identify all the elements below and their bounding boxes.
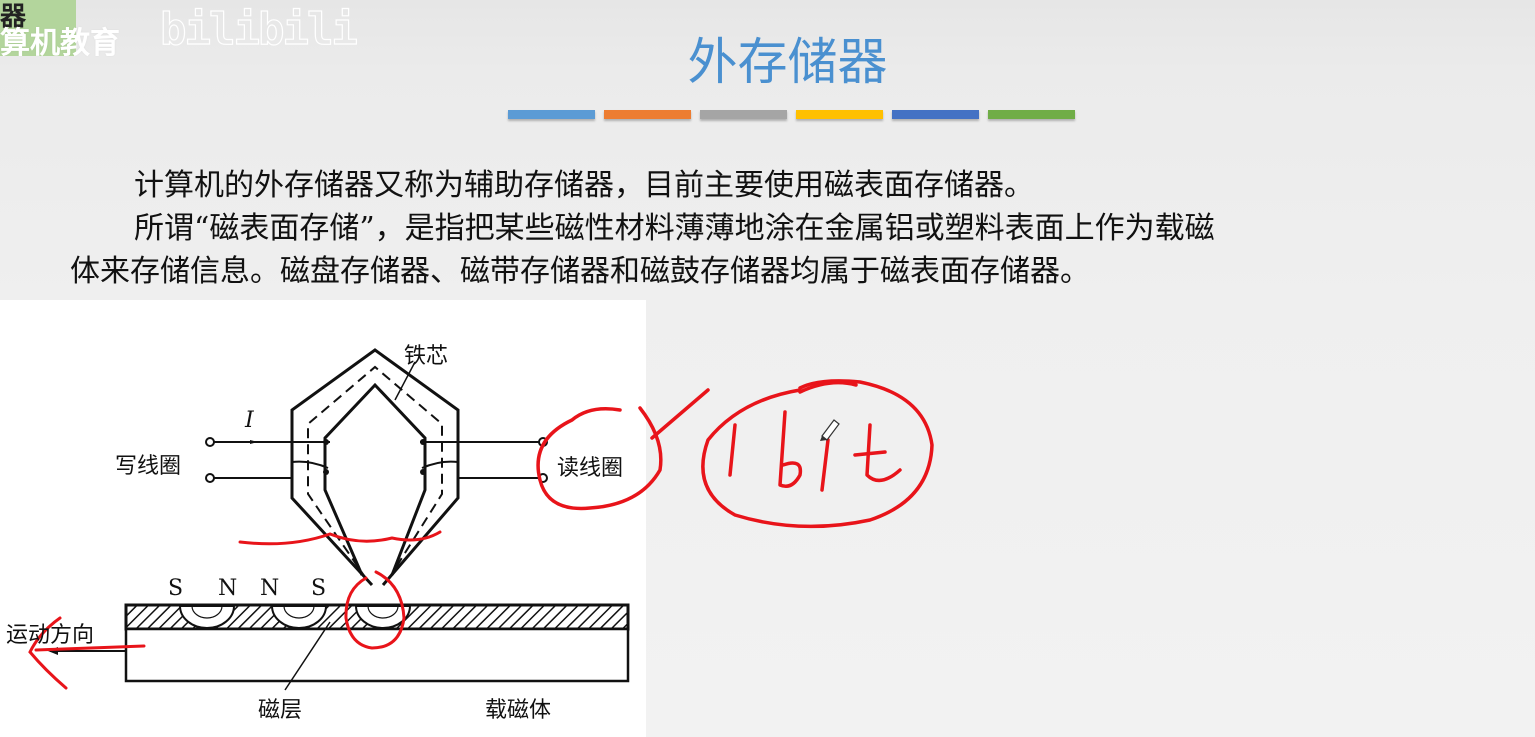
label-magnetic-layer: 磁层 xyxy=(258,698,303,723)
divider-bar-orange xyxy=(604,110,691,119)
paragraph-2: 所谓“磁表面存储”，是指把某些磁性材料薄薄地涂在金属铝或塑料表面上作为载磁 xyxy=(134,211,1215,246)
label-write-coil: 写线圈 xyxy=(115,454,182,479)
label-current: I xyxy=(245,408,254,433)
title-divider xyxy=(508,110,1075,119)
label-iron-core: 铁芯 xyxy=(404,344,449,369)
pole-2: N xyxy=(218,576,238,601)
paragraph-3: 体来存储信息。磁盘存储器、磁带存储器和磁鼓存储器均属于磁表面存储器。 xyxy=(70,254,1090,289)
divider-bar-yellow xyxy=(796,110,883,119)
magnetic-head-diagram: 铁芯 I 写线圈 读线圈 S N N S 运动方向 磁层 载磁体 xyxy=(0,300,646,737)
logo-glyph: 器 xyxy=(0,2,27,32)
pen-cursor-icon xyxy=(820,419,840,441)
pole-1: S xyxy=(168,576,184,601)
label-motion-direction: 运动方向 xyxy=(6,623,95,648)
label-carrier: 载磁体 xyxy=(485,698,552,723)
label-read-coil: 读线圈 xyxy=(557,456,624,481)
pole-3: N xyxy=(260,576,280,601)
bilibili-watermark: bilibili xyxy=(159,3,358,55)
divider-bar-gray xyxy=(700,110,787,119)
paragraph-1: 计算机的外存储器又称为辅助存储器，目前主要使用磁表面存储器。 xyxy=(134,168,1034,203)
watermark-text: 算机教育 xyxy=(0,26,120,61)
divider-bar-blue xyxy=(508,110,595,119)
divider-bar-darkblue xyxy=(892,110,979,119)
slide-title-text: 外存储器 xyxy=(687,33,888,91)
slide-title: 外存储器 xyxy=(0,22,1535,94)
pole-4: S xyxy=(311,576,327,601)
logo-badge xyxy=(0,0,76,56)
diagram-drawing xyxy=(28,348,630,691)
divider-bar-green xyxy=(988,110,1075,119)
